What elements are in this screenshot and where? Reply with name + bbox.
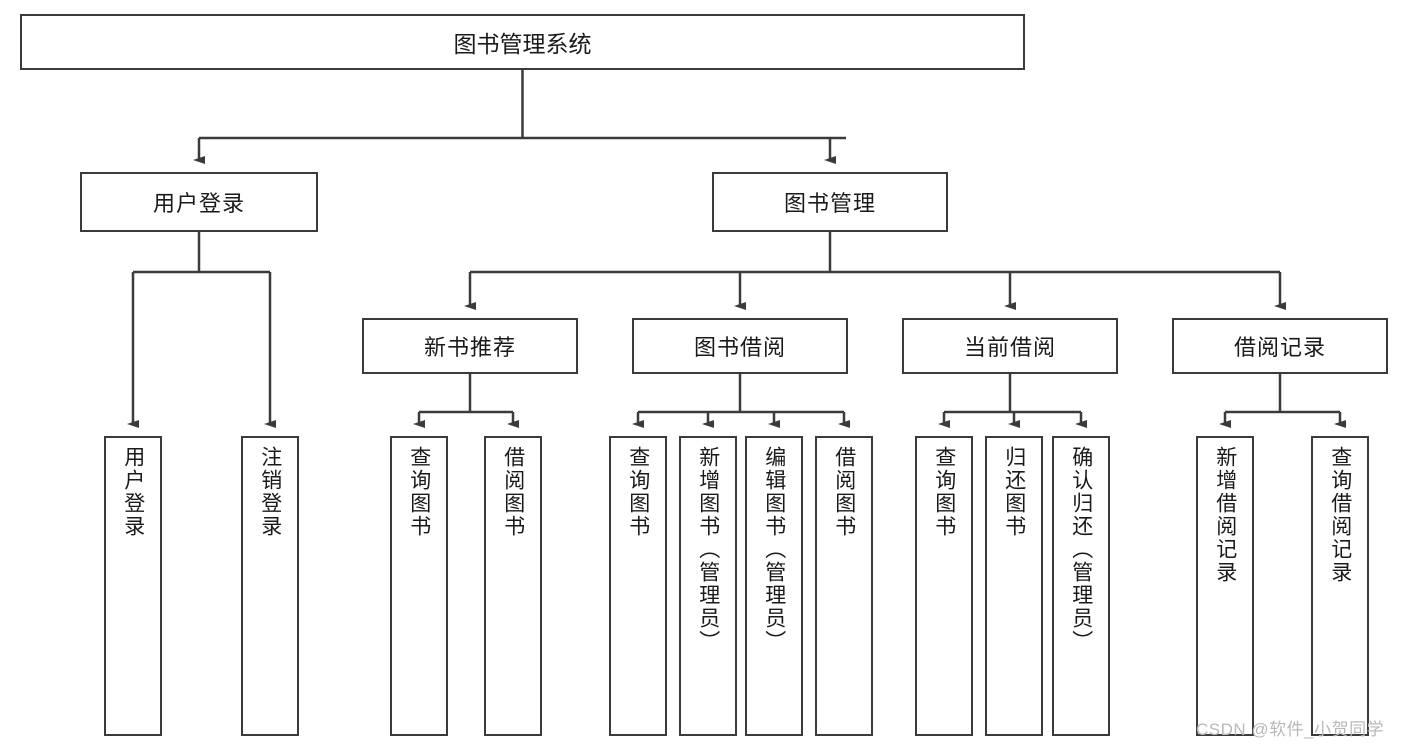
node-leaf-query-book-3-label: 查询图书 bbox=[932, 446, 956, 538]
node-leaf-add-book-label: 新增图书（管理员） bbox=[696, 446, 720, 653]
node-new-book-recommend[interactable]: 新书推荐 bbox=[362, 318, 578, 374]
node-book-manage-label: 图书管理 bbox=[783, 191, 876, 216]
watermark-text: CSDN @软件_小贺同学 bbox=[1196, 720, 1385, 739]
node-root-label: 图书管理系统 bbox=[453, 31, 592, 57]
node-leaf-logout-login[interactable]: 注销登录 bbox=[241, 436, 299, 736]
node-leaf-query-borrow-record-label: 查询借阅记录 bbox=[1328, 446, 1352, 584]
node-leaf-query-book-2-label: 查询图书 bbox=[626, 446, 650, 538]
node-current-borrow[interactable]: 当前借阅 bbox=[902, 318, 1118, 374]
node-current-borrow-label: 当前借阅 bbox=[963, 335, 1056, 360]
node-book-manage[interactable]: 图书管理 bbox=[712, 172, 948, 232]
node-leaf-edit-book[interactable]: 编辑图书（管理员） bbox=[745, 436, 803, 736]
node-user-login[interactable]: 用户登录 bbox=[80, 172, 318, 232]
node-leaf-borrow-book-1-label: 借阅图书 bbox=[501, 446, 525, 538]
node-leaf-return-book-label: 归还图书 bbox=[1002, 446, 1026, 538]
node-user-login-label: 用户登录 bbox=[152, 191, 245, 216]
node-leaf-edit-book-label: 编辑图书（管理员） bbox=[762, 446, 786, 653]
node-leaf-query-book-1[interactable]: 查询图书 bbox=[390, 436, 448, 736]
node-leaf-borrow-book-1[interactable]: 借阅图书 bbox=[484, 436, 542, 736]
node-book-borrow[interactable]: 图书借阅 bbox=[632, 318, 848, 374]
node-leaf-user-login[interactable]: 用户登录 bbox=[104, 436, 162, 736]
node-leaf-query-book-3[interactable]: 查询图书 bbox=[915, 436, 973, 736]
node-leaf-add-borrow-record[interactable]: 新增借阅记录 bbox=[1196, 436, 1254, 736]
node-leaf-add-borrow-record-label: 新增借阅记录 bbox=[1213, 446, 1237, 584]
node-leaf-add-book[interactable]: 新增图书（管理员） bbox=[679, 436, 737, 736]
node-leaf-query-book-2[interactable]: 查询图书 bbox=[609, 436, 667, 736]
node-leaf-query-book-1-label: 查询图书 bbox=[407, 446, 431, 538]
node-leaf-borrow-book-2[interactable]: 借阅图书 bbox=[815, 436, 873, 736]
watermark: CSDN @软件_小贺同学 bbox=[1196, 715, 1384, 740]
node-book-borrow-label: 图书借阅 bbox=[693, 335, 786, 360]
node-borrow-record-label: 借阅记录 bbox=[1233, 335, 1326, 360]
node-leaf-borrow-book-2-label: 借阅图书 bbox=[832, 446, 856, 538]
node-leaf-confirm-return-label: 确认归还（管理员） bbox=[1069, 446, 1093, 653]
node-leaf-user-login-label: 用户登录 bbox=[121, 446, 145, 538]
node-leaf-confirm-return[interactable]: 确认归还（管理员） bbox=[1052, 436, 1110, 736]
node-leaf-return-book[interactable]: 归还图书 bbox=[985, 436, 1043, 736]
node-root[interactable]: 图书管理系统 bbox=[20, 14, 1025, 70]
node-borrow-record[interactable]: 借阅记录 bbox=[1172, 318, 1388, 374]
node-new-book-recommend-label: 新书推荐 bbox=[423, 335, 516, 360]
node-leaf-logout-login-label: 注销登录 bbox=[258, 446, 282, 538]
node-leaf-query-borrow-record[interactable]: 查询借阅记录 bbox=[1311, 436, 1369, 736]
